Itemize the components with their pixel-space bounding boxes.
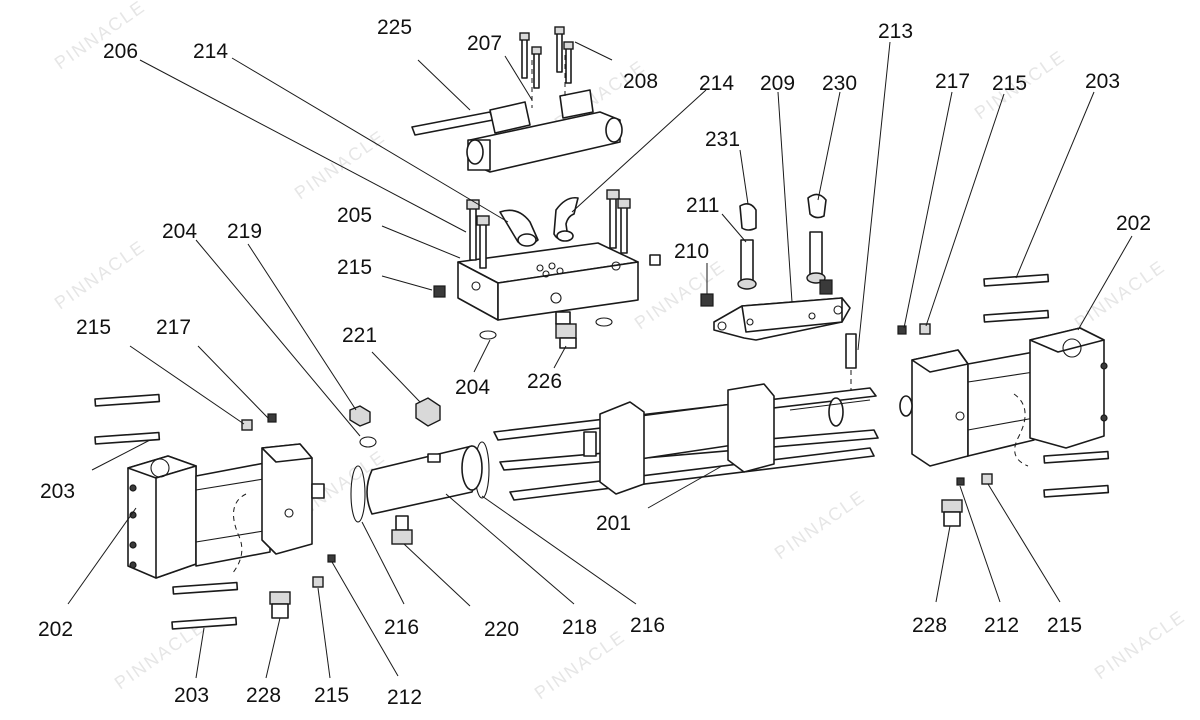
manifold-block: [457, 242, 639, 321]
callout-205: 205: [337, 204, 372, 227]
callout-210: 210: [674, 240, 709, 263]
o-ring-204-a: [479, 330, 497, 340]
watermark: PINNACLE: [291, 126, 389, 203]
callout-217: 217: [935, 70, 970, 93]
callout-215: 215: [992, 72, 1027, 95]
watermark: PINNACLE: [771, 486, 869, 563]
callout-214: 214: [699, 72, 734, 95]
manifold-screws: [466, 189, 631, 269]
callout-202: 202: [38, 618, 73, 641]
callout-212: 212: [387, 686, 422, 709]
callout-206: 206: [103, 40, 138, 63]
right-end-cap: [899, 327, 1108, 467]
callout-225: 225: [377, 16, 412, 39]
callout-213: 213: [878, 20, 913, 43]
o-ring-204-b: [595, 317, 613, 327]
callout-203: 203: [174, 684, 209, 707]
fitting-226: [555, 311, 577, 349]
callout-217: 217: [156, 316, 191, 339]
callout-216: 216: [630, 614, 665, 637]
callout-201: 201: [596, 512, 631, 535]
fitting-228-left: [269, 591, 291, 619]
mounting-bracket: [713, 297, 851, 341]
fitting-220: [391, 515, 413, 545]
callout-215: 215: [76, 316, 111, 339]
right-tie-rods-203: [983, 273, 1110, 498]
callout-228: 228: [246, 684, 281, 707]
callout-215: 215: [314, 684, 349, 707]
callout-207: 207: [467, 32, 502, 55]
plug-right: [649, 254, 661, 266]
center-tube-assembly: [350, 441, 490, 523]
callout-226: 226: [527, 370, 562, 393]
callout-204: 204: [455, 376, 490, 399]
elbow-fittings-230-231: [739, 193, 827, 231]
watermark: PINNACLE: [51, 236, 149, 313]
callout-215: 215: [1047, 614, 1082, 637]
callout-208: 208: [623, 70, 658, 93]
callout-209: 209: [760, 72, 795, 95]
leader-lines: [67, 41, 1133, 679]
callout-219: 219: [227, 220, 262, 243]
plug-215-small: [433, 285, 446, 298]
o-ring-204-c: [359, 436, 377, 448]
callout-212: 212: [984, 614, 1019, 637]
callout-211: 211: [686, 194, 719, 217]
callout-labels: 225 207 206 214 208 214 213 209 230 217 …: [38, 16, 1151, 709]
pin-213: [845, 333, 857, 400]
right-small-parts: [897, 323, 993, 527]
plug-219: [349, 405, 371, 427]
callout-214: 214: [193, 40, 228, 63]
callout-230: 230: [822, 72, 857, 95]
watermark-layer: PINNACLE PINNACLE PINNACLE PINNACLE PINN…: [51, 0, 1189, 703]
watermark: PINNACLE: [1071, 256, 1169, 333]
main-cylinder-201: [493, 383, 879, 501]
callout-218: 218: [562, 616, 597, 639]
callout-220: 220: [484, 618, 519, 641]
callout-231: 231: [705, 128, 740, 151]
left-tie-rods-203: [94, 393, 239, 630]
valve-screws-207: [519, 26, 574, 89]
callout-221: 221: [342, 324, 377, 347]
callout-203: 203: [1085, 70, 1120, 93]
left-end-cap: [127, 443, 325, 579]
callout-228: 228: [912, 614, 947, 637]
watermark: PINNACLE: [1091, 606, 1189, 683]
callout-204: 204: [162, 220, 197, 243]
solenoid-valve: [411, 55, 623, 173]
elbow-fittings-214: [499, 196, 579, 247]
callout-202: 202: [1116, 212, 1151, 235]
callout-203: 203: [40, 480, 75, 503]
flow-controls-211: [737, 231, 826, 290]
nut-221: [415, 397, 441, 427]
callout-215: 215: [337, 256, 372, 279]
fitting-228-right: [941, 499, 963, 527]
callout-216: 216: [384, 616, 419, 639]
